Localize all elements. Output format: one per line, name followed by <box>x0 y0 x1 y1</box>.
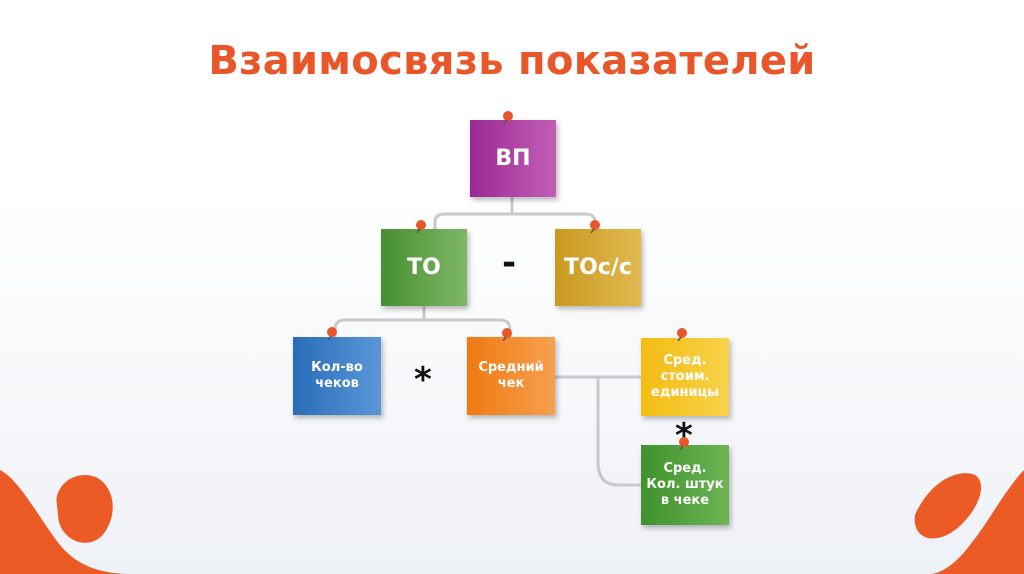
left-blob <box>0 470 130 574</box>
pushpin-icon <box>327 327 337 340</box>
pushpin-icon <box>502 328 512 341</box>
left-leaf <box>56 475 113 543</box>
multiply-operator: * <box>414 360 432 400</box>
vp-box: ВП <box>470 120 556 197</box>
connector-vp-children <box>433 196 597 234</box>
connector-avg-check-children <box>551 375 642 487</box>
multiply-operator: * <box>675 416 693 456</box>
pushpin-icon <box>590 220 600 233</box>
connector-to-children <box>333 304 512 344</box>
right-leaf <box>914 473 982 539</box>
pushpin-icon <box>679 437 689 450</box>
right-blob <box>930 470 1024 574</box>
minus-operator: - <box>502 243 517 283</box>
units-box: Сред. Кол. штук в чеке <box>641 445 729 525</box>
checks-box: Кол-во чеков <box>293 337 381 415</box>
to-box: ТО <box>381 229 467 306</box>
pushpin-icon <box>416 220 426 233</box>
unit-cost-box: Сред. стоим. единицы <box>641 338 729 416</box>
page-title: Взаимосвязь показателей <box>208 38 816 84</box>
toss-box: ТОс/с <box>555 229 641 306</box>
pushpin-icon <box>503 111 513 124</box>
pushpin-icon <box>677 328 687 341</box>
avg-check-box: Средний чек <box>467 337 555 415</box>
